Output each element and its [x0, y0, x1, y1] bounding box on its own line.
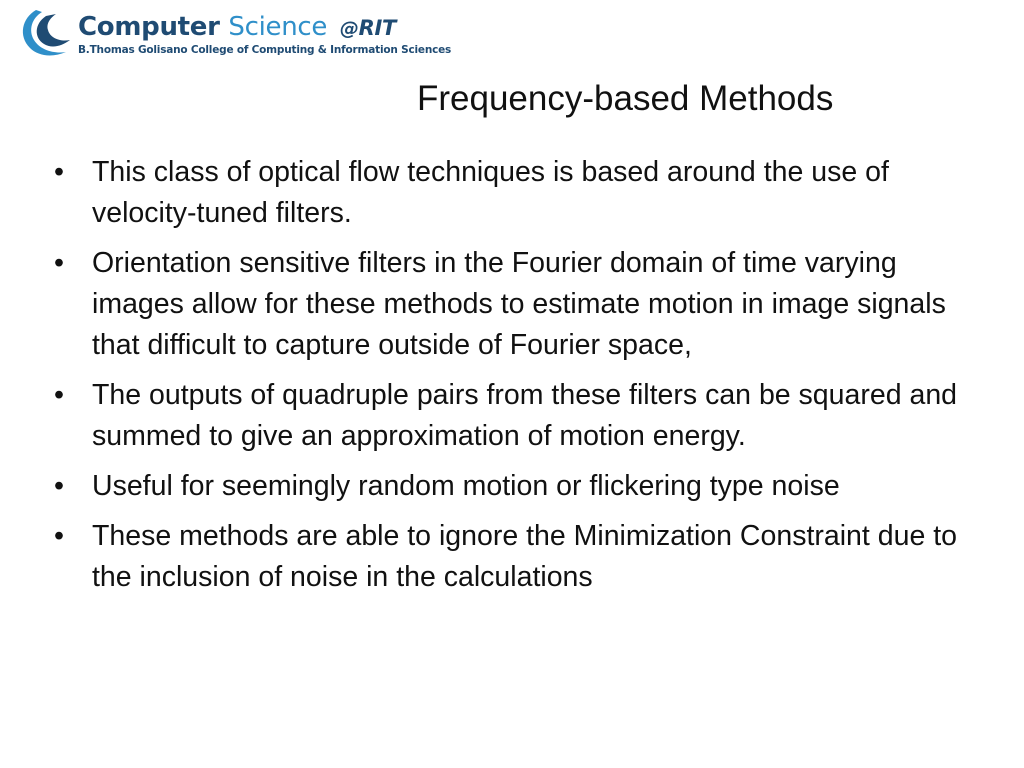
- logo-text: Computer Science @RIT B.Thomas Golisano …: [78, 12, 451, 57]
- bullet-text: Orientation sensitive filters in the Fou…: [92, 247, 946, 361]
- bullet-item: • Orientation sensitive filters in the F…: [52, 243, 982, 366]
- logo-word-science: Science: [228, 12, 328, 42]
- bullet-marker: •: [54, 247, 64, 279]
- bullet-marker: •: [54, 520, 64, 552]
- bullet-text: The outputs of quadruple pairs from thes…: [92, 379, 958, 452]
- bullet-list: • This class of optical flow techniques …: [52, 152, 982, 607]
- logo-at-sign: @: [339, 18, 359, 40]
- bullet-text: Useful for seemingly random motion or fl…: [92, 470, 840, 502]
- logo-word-computer: Computer: [78, 12, 220, 42]
- swoosh-logo-icon: [22, 10, 70, 56]
- logo-word-rit: RIT: [358, 16, 397, 40]
- bullet-text: These methods are able to ignore the Min…: [92, 520, 957, 593]
- bullet-marker: •: [54, 470, 64, 502]
- bullet-item: • These methods are able to ignore the M…: [52, 516, 982, 598]
- bullet-marker: •: [54, 156, 64, 188]
- bullet-item: • Useful for seemingly random motion or …: [52, 466, 982, 507]
- bullet-item: • This class of optical flow techniques …: [52, 152, 982, 234]
- bullet-text: This class of optical flow techniques is…: [92, 156, 889, 229]
- rit-cs-logo: Computer Science @RIT B.Thomas Golisano …: [16, 8, 451, 64]
- logo-wordmark: Computer Science @RIT: [78, 12, 451, 44]
- logo-subtitle: B.Thomas Golisano College of Computing &…: [78, 44, 452, 56]
- slide-title: Frequency-based Methods: [417, 79, 834, 118]
- bullet-marker: •: [54, 379, 64, 411]
- bullet-item: • The outputs of quadruple pairs from th…: [52, 375, 982, 457]
